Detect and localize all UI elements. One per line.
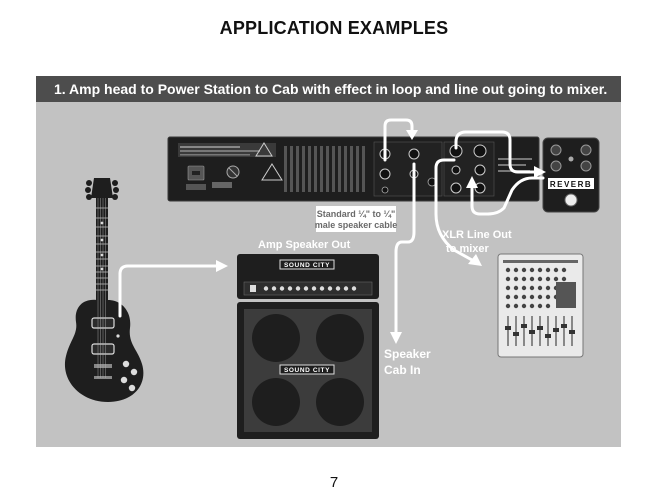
cable-note-label: Standard ¼" to ¼" male speaker cable (315, 206, 398, 232)
cable-arrowheads (216, 130, 546, 344)
speaker-label: Speaker (384, 347, 431, 361)
cab-brand-label: SOUND CITY (284, 367, 330, 374)
amp-brand-label: SOUND CITY (284, 262, 330, 269)
mixer (497, 253, 584, 358)
speaker-cabinet: SOUND CITY (237, 302, 379, 439)
page-number: 7 (329, 474, 339, 491)
page-title: APPLICATION EXAMPLES (219, 18, 449, 38)
xlr-line-out-label: XLR Line Out (442, 229, 512, 241)
xlr-to-mixer-label: to mixer (446, 243, 490, 255)
cables (118, 118, 545, 336)
amp-head: SOUND CITY (237, 254, 379, 299)
svg-text:male speaker cable: male speaker cable (315, 220, 398, 230)
amp-speaker-out-label: Amp Speaker Out (258, 239, 351, 251)
reverb-pedal: REVERB (542, 137, 600, 213)
pedal-name-label: REVERB (550, 180, 592, 189)
power-station-unit (167, 136, 540, 202)
application-diagram: REVERB (64, 118, 600, 439)
section-heading: 1. Amp head to Power Station to Cab with… (36, 76, 621, 102)
cab-in-label: Cab In (384, 363, 421, 377)
svg-text:Standard ¼" to ¼": Standard ¼" to ¼" (317, 209, 396, 219)
electric-guitar (64, 178, 144, 402)
